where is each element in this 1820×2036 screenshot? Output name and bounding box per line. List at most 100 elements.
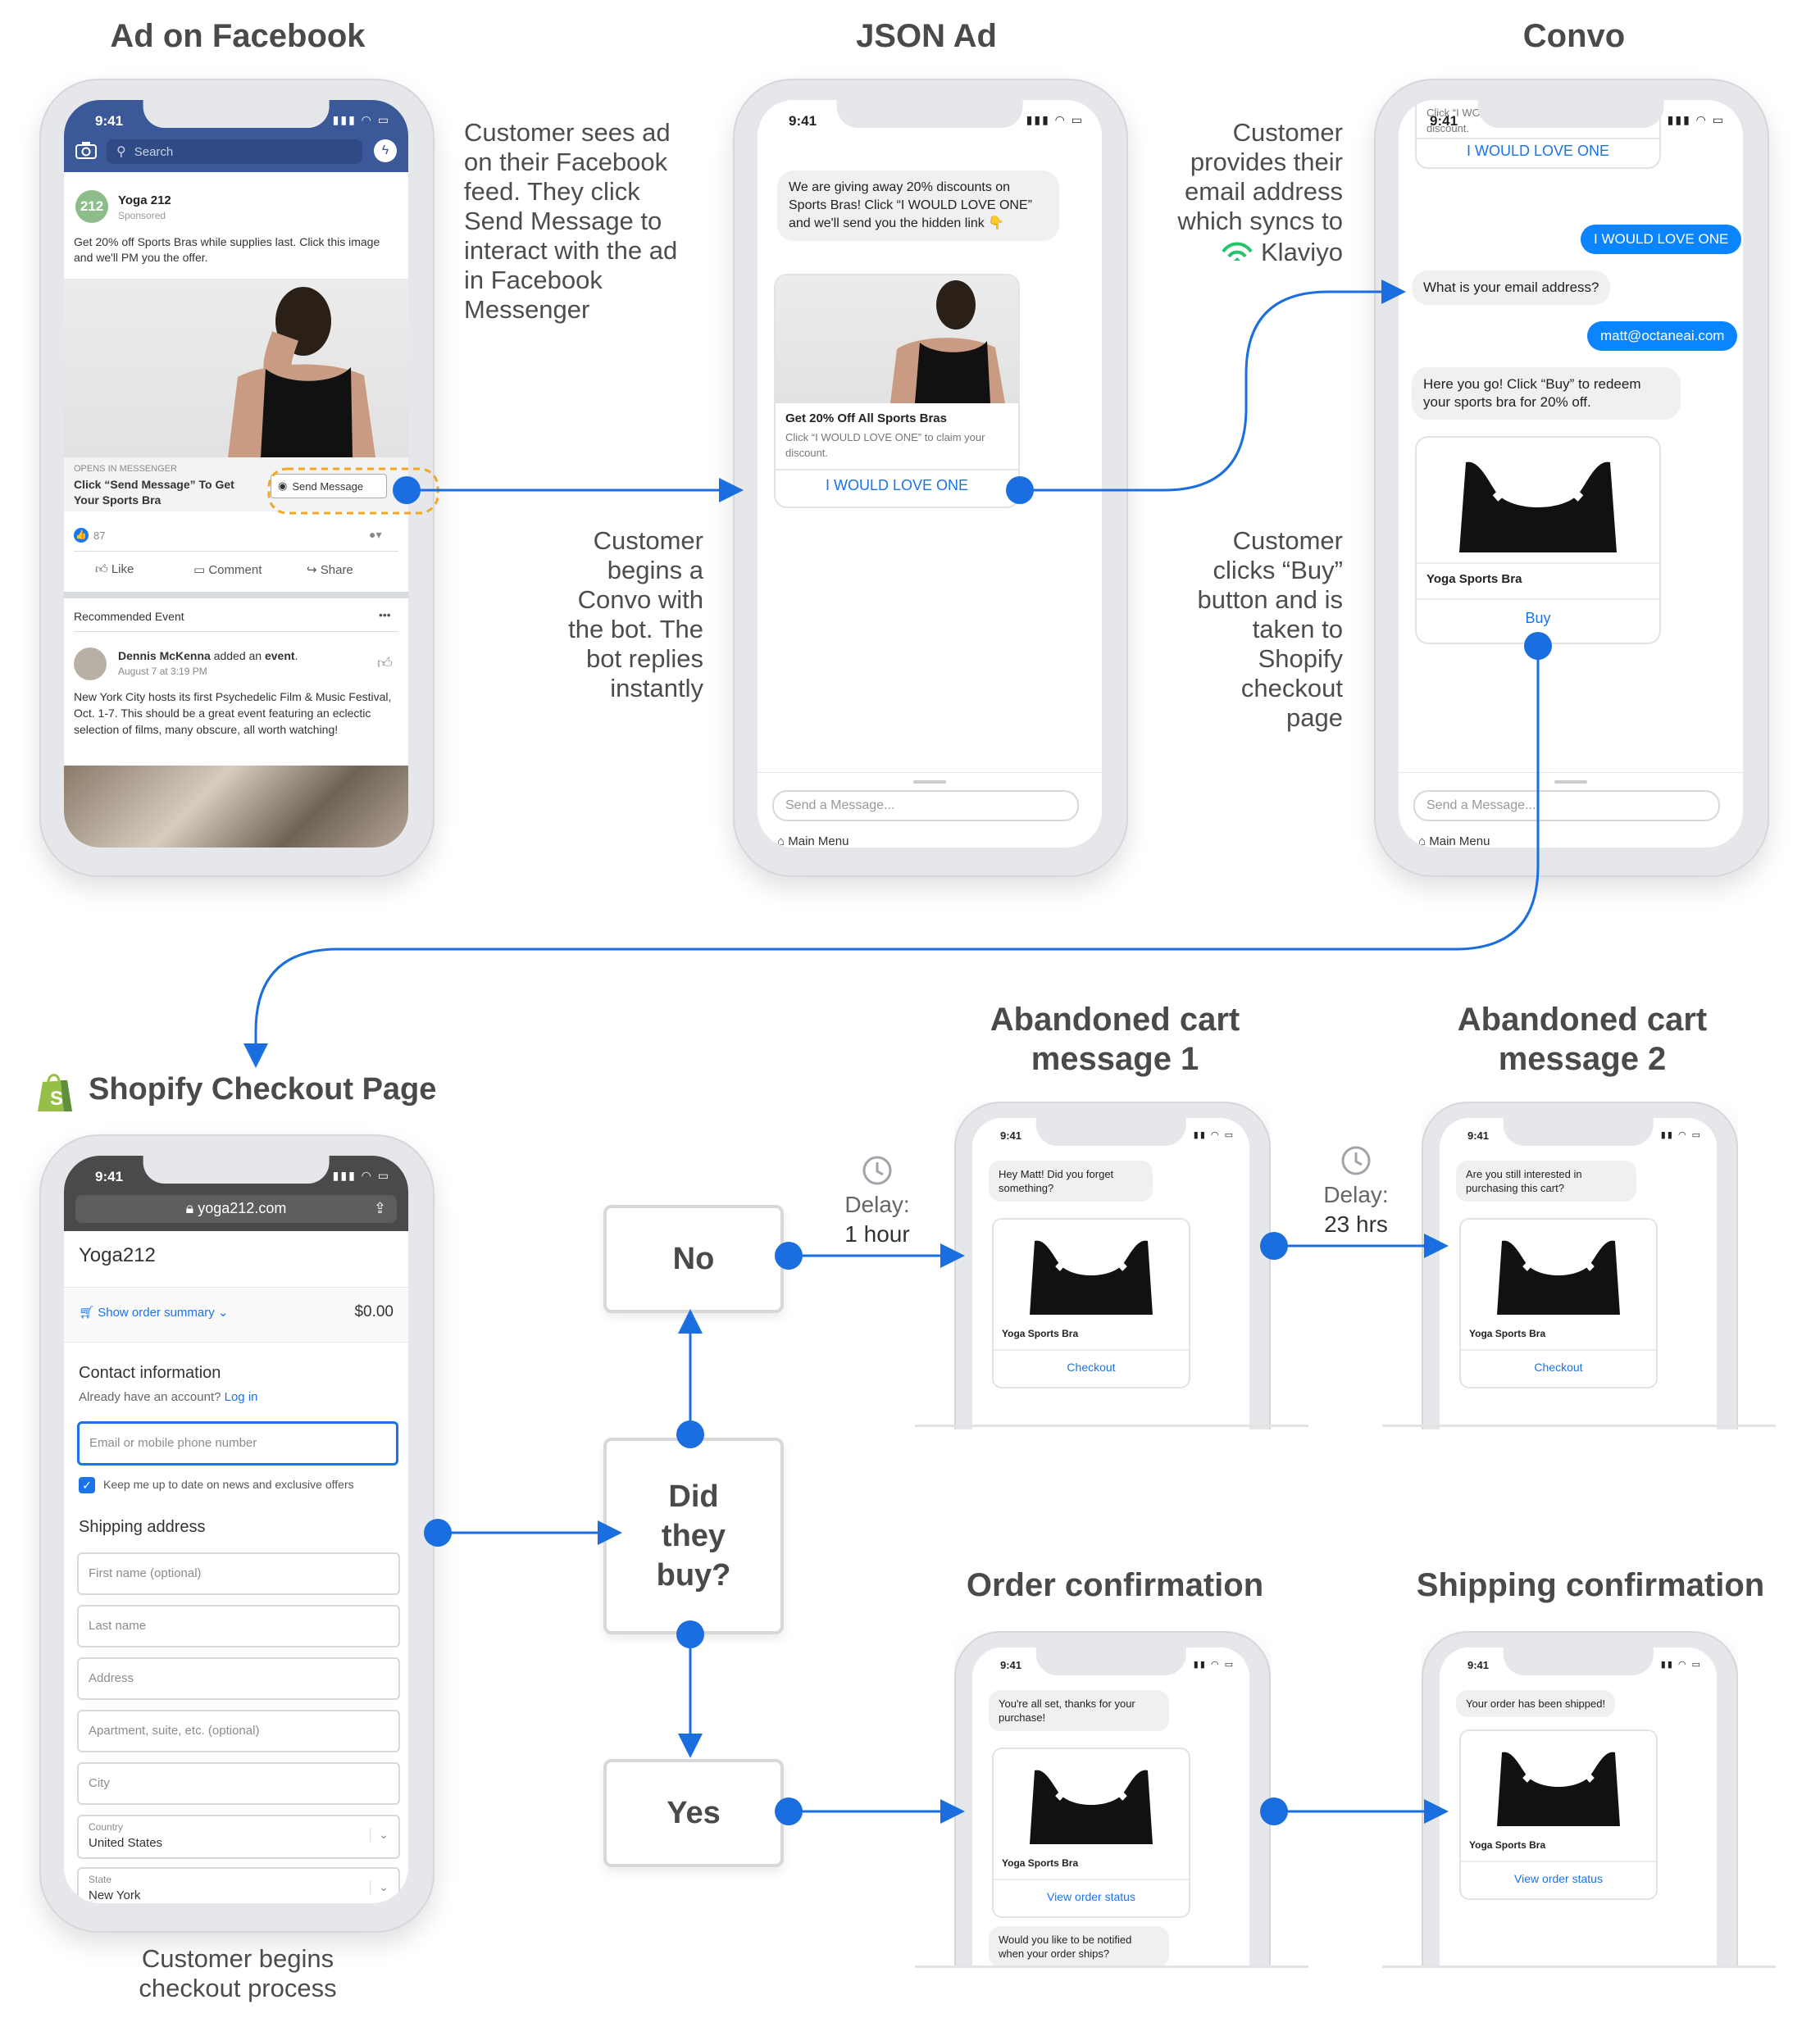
status-time: 9:41 (95, 113, 124, 129)
country-select[interactable]: Country United States ⌄ (77, 1815, 400, 1859)
state-value: New York (89, 1888, 141, 1902)
connector-dot (1524, 632, 1552, 660)
ad-image[interactable] (64, 279, 408, 457)
description-clicks-buy: Customer clicks “Buy” button and is take… (1197, 526, 1343, 732)
event-author[interactable]: Dennis McKenna (118, 649, 211, 662)
messenger-icon[interactable]: ϟ (374, 139, 397, 162)
status-time: 9:41 (789, 113, 817, 129)
last-name-field[interactable]: Last name (77, 1605, 400, 1647)
apartment-field[interactable]: Apartment, suite, etc. (optional) (77, 1710, 400, 1752)
newsletter-label: Keep me up to date on news and exclusive… (103, 1478, 354, 1491)
connector-convo-to-shopify (243, 646, 1540, 1068)
event-link[interactable]: event (264, 649, 295, 662)
user-reply-bubble: I WOULD LOVE ONE (1581, 225, 1742, 254)
message-input[interactable]: Send a Message... (772, 790, 1079, 821)
sports-bra-image[interactable] (994, 1749, 1189, 1852)
chevron-down-icon: ⌄ (214, 1306, 229, 1320)
log-in-link[interactable]: Log in (224, 1390, 258, 1404)
checkout-button[interactable]: Checkout (1067, 1361, 1116, 1374)
card-subtitle: Click “I WOULD LOVE ONE” to claim your d… (785, 431, 985, 459)
offer-card: Get 20% Off All Sports Bras Click “I WOU… (774, 274, 1020, 508)
city-field[interactable]: City (77, 1762, 400, 1805)
product-name: Yoga Sports Bra (1469, 1839, 1546, 1851)
event-header: Dennis McKenna added an event. (118, 649, 298, 662)
product-name: Yoga Sports Bra (1002, 1328, 1079, 1339)
store-name[interactable]: Yoga212 (79, 1244, 156, 1266)
title-abandoned-cart-2: Abandoned cart message 2 (1457, 1002, 1708, 1077)
email-field[interactable]: Email or mobile phone number (77, 1421, 398, 1466)
account-prompt: Already have an account? Log in (79, 1390, 258, 1404)
card-divider (776, 469, 1018, 470)
event-image[interactable] (64, 766, 408, 848)
home-icon: ⌂ (777, 834, 789, 848)
newsletter-checkbox[interactable]: ✓ (79, 1477, 95, 1493)
flow-decision-label: Did they buy? (656, 1479, 731, 1593)
composer-bar (1399, 772, 1743, 773)
avatar-dropdown-icon[interactable]: ●▾ (369, 528, 382, 541)
share-icon[interactable]: ⇪ (374, 1200, 387, 1216)
status-time: 9:41 (95, 1169, 124, 1184)
comment-button[interactable]: ▭ Comment (193, 562, 262, 577)
product-image[interactable] (776, 275, 1018, 403)
connector-json-to-convo (1020, 279, 1406, 492)
sports-bra-image[interactable] (1417, 438, 1659, 562)
status-icons: ▮▮ ◠ ▭ (1193, 1660, 1235, 1670)
state-select[interactable]: State New York ⌄ (77, 1867, 400, 1903)
page-name[interactable]: Yoga 212 (118, 193, 171, 207)
connector-dot (1260, 1797, 1288, 1825)
share-icon: ↪ (307, 563, 321, 577)
first-name-field[interactable]: First name (optional) (77, 1552, 400, 1595)
shopify-bag-icon: S (36, 1070, 74, 1113)
recommended-event-label: Recommended Event (74, 610, 184, 623)
message-input[interactable]: Send a Message... (1413, 790, 1720, 821)
checkout-button[interactable]: Checkout (1534, 1361, 1583, 1374)
main-menu[interactable]: ⌂ Main Menu (1418, 834, 1490, 848)
facebook-search-bar[interactable]: ⚲ Search (107, 139, 362, 164)
home-indicator (1554, 780, 1587, 784)
url-display: 🔒︎ yoga212.com (75, 1200, 397, 1217)
title-shopify-checkout: Shopify Checkout Page (89, 1072, 437, 1107)
url-text: yoga212.com (198, 1200, 287, 1216)
more-options-icon[interactable]: ••• (379, 608, 391, 621)
view-order-status-button[interactable]: View order status (1047, 1890, 1135, 1903)
send-message-button[interactable]: ◉ Send Message (271, 474, 387, 498)
status-icons: ▮▮ ◠ ▭ (1660, 1130, 1702, 1140)
bot-message-bubble: We are giving away 20% discounts on Spor… (777, 170, 1059, 241)
phone-abandoned-cart-1: 9:41 ▮▮ ◠ ▭ Hey Matt! Did you forget som… (954, 1102, 1271, 1429)
flow-yes-label: Yes (667, 1796, 721, 1830)
product-name: Yoga Sports Bra (1469, 1328, 1546, 1339)
title-ad-on-facebook: Ad on Facebook (110, 18, 366, 54)
sports-bra-image[interactable] (1461, 1731, 1656, 1834)
previous-card-button[interactable]: I WOULD LOVE ONE (1466, 143, 1610, 159)
sports-bra-image[interactable] (994, 1220, 1189, 1323)
product-name: Yoga Sports Bra (1002, 1857, 1079, 1869)
main-menu[interactable]: ⌂ Main Menu (777, 834, 849, 848)
sponsored-label: Sponsored (118, 210, 166, 221)
delay-value-2: 23 hrs (1324, 1211, 1388, 1237)
state-label: State (89, 1874, 112, 1885)
product-card: Yoga Sports Bra Checkout (1459, 1218, 1658, 1388)
composer-bar (758, 772, 1102, 773)
sports-bra-image[interactable] (1461, 1220, 1656, 1323)
title-abandoned-cart-1: Abandoned cart message 1 (990, 1002, 1240, 1077)
view-order-status-button[interactable]: View order status (1514, 1872, 1603, 1885)
svg-text:S: S (50, 1088, 63, 1110)
address-field[interactable]: Address (77, 1657, 400, 1700)
home-indicator (913, 780, 946, 784)
flow-yes-box: Yes (603, 1759, 784, 1867)
divider-2 (74, 631, 398, 632)
share-button[interactable]: ↪ Share (307, 562, 353, 577)
thumbs-up-icon[interactable]: 👍︎ (377, 655, 393, 671)
card-divider (1461, 1349, 1656, 1351)
url-bar[interactable] (75, 1195, 397, 1223)
camera-icon[interactable] (75, 141, 97, 159)
product-name: Yoga Sports Bra (1426, 572, 1522, 586)
card-divider (994, 1879, 1189, 1880)
messenger-small-icon: ◉ (278, 479, 288, 492)
like-button[interactable]: 👍︎ Like (95, 562, 134, 577)
order-summary-toggle[interactable]: 🛒︎ Show order summary ⌄ (79, 1305, 229, 1320)
message-bubble: Are you still interested in purchasing t… (1456, 1161, 1636, 1202)
buy-button[interactable]: Buy (1525, 610, 1551, 626)
i-would-love-one-button[interactable]: I WOULD LOVE ONE (825, 477, 969, 493)
